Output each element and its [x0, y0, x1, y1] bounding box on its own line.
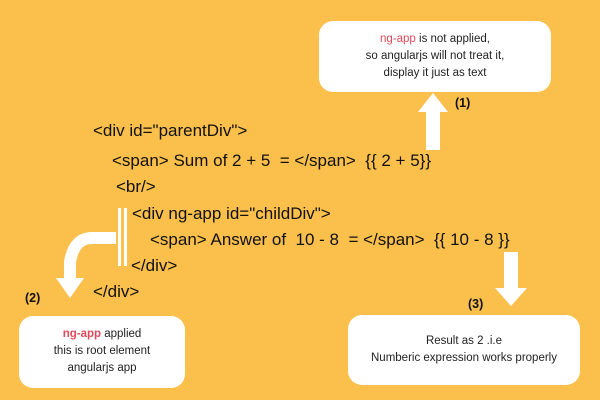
code-line-sum-span: <span> Sum of 2 + 5 = </span> {{ 2 + 5}} — [112, 151, 432, 170]
callout-left-line2: this is root element — [53, 345, 151, 357]
code-line-br: <br/> — [116, 177, 156, 196]
ng-app-keyword: ng-app — [380, 33, 416, 45]
bracket-lines — [118, 208, 127, 266]
callout-left-line1: ng-app applied — [19, 326, 185, 343]
ng-app-keyword: ng-app — [62, 328, 102, 340]
callout-right-line2: Numberic expression works properly — [371, 352, 557, 364]
code-line-parent-div-open: <div id="parentDiv"> — [93, 121, 248, 140]
callout-number-2: (2) — [25, 291, 41, 305]
code-line-child-div-open: <div ng-app id="childDiv"> — [132, 204, 331, 223]
code-line-parent-div-close: </div> — [93, 282, 140, 301]
callout-not-applied: ng-app is not applied, so angularjs will… — [319, 21, 551, 92]
callout-top-line1: ng-app is not applied, — [319, 31, 551, 48]
up-arrow — [418, 93, 448, 150]
callout-top-line1-text: is not applied, — [415, 33, 490, 45]
callout-number-3: (3) — [468, 297, 484, 311]
callout-left-line3: angularjs app — [67, 362, 137, 374]
callout-number-1: (1) — [455, 96, 471, 110]
callout-result: Result as 2 .i.e Numberic expression wor… — [348, 315, 580, 385]
code-line-answer-span: <span> Answer of 10 - 8 = </span> {{ 10 … — [150, 230, 510, 249]
curved-arrow — [56, 232, 116, 298]
callout-left-line1-text: applied — [101, 328, 142, 340]
callout-top-line3: display it just as text — [383, 67, 487, 79]
callout-top-line2: so angularjs will not treat it, — [365, 50, 505, 62]
callout-applied: ng-app applied this is root element angu… — [19, 316, 185, 388]
callout-right-line1: Result as 2 .i.e — [425, 335, 503, 347]
down-arrow — [495, 252, 527, 306]
code-line-child-div-close: </div> — [131, 256, 178, 275]
